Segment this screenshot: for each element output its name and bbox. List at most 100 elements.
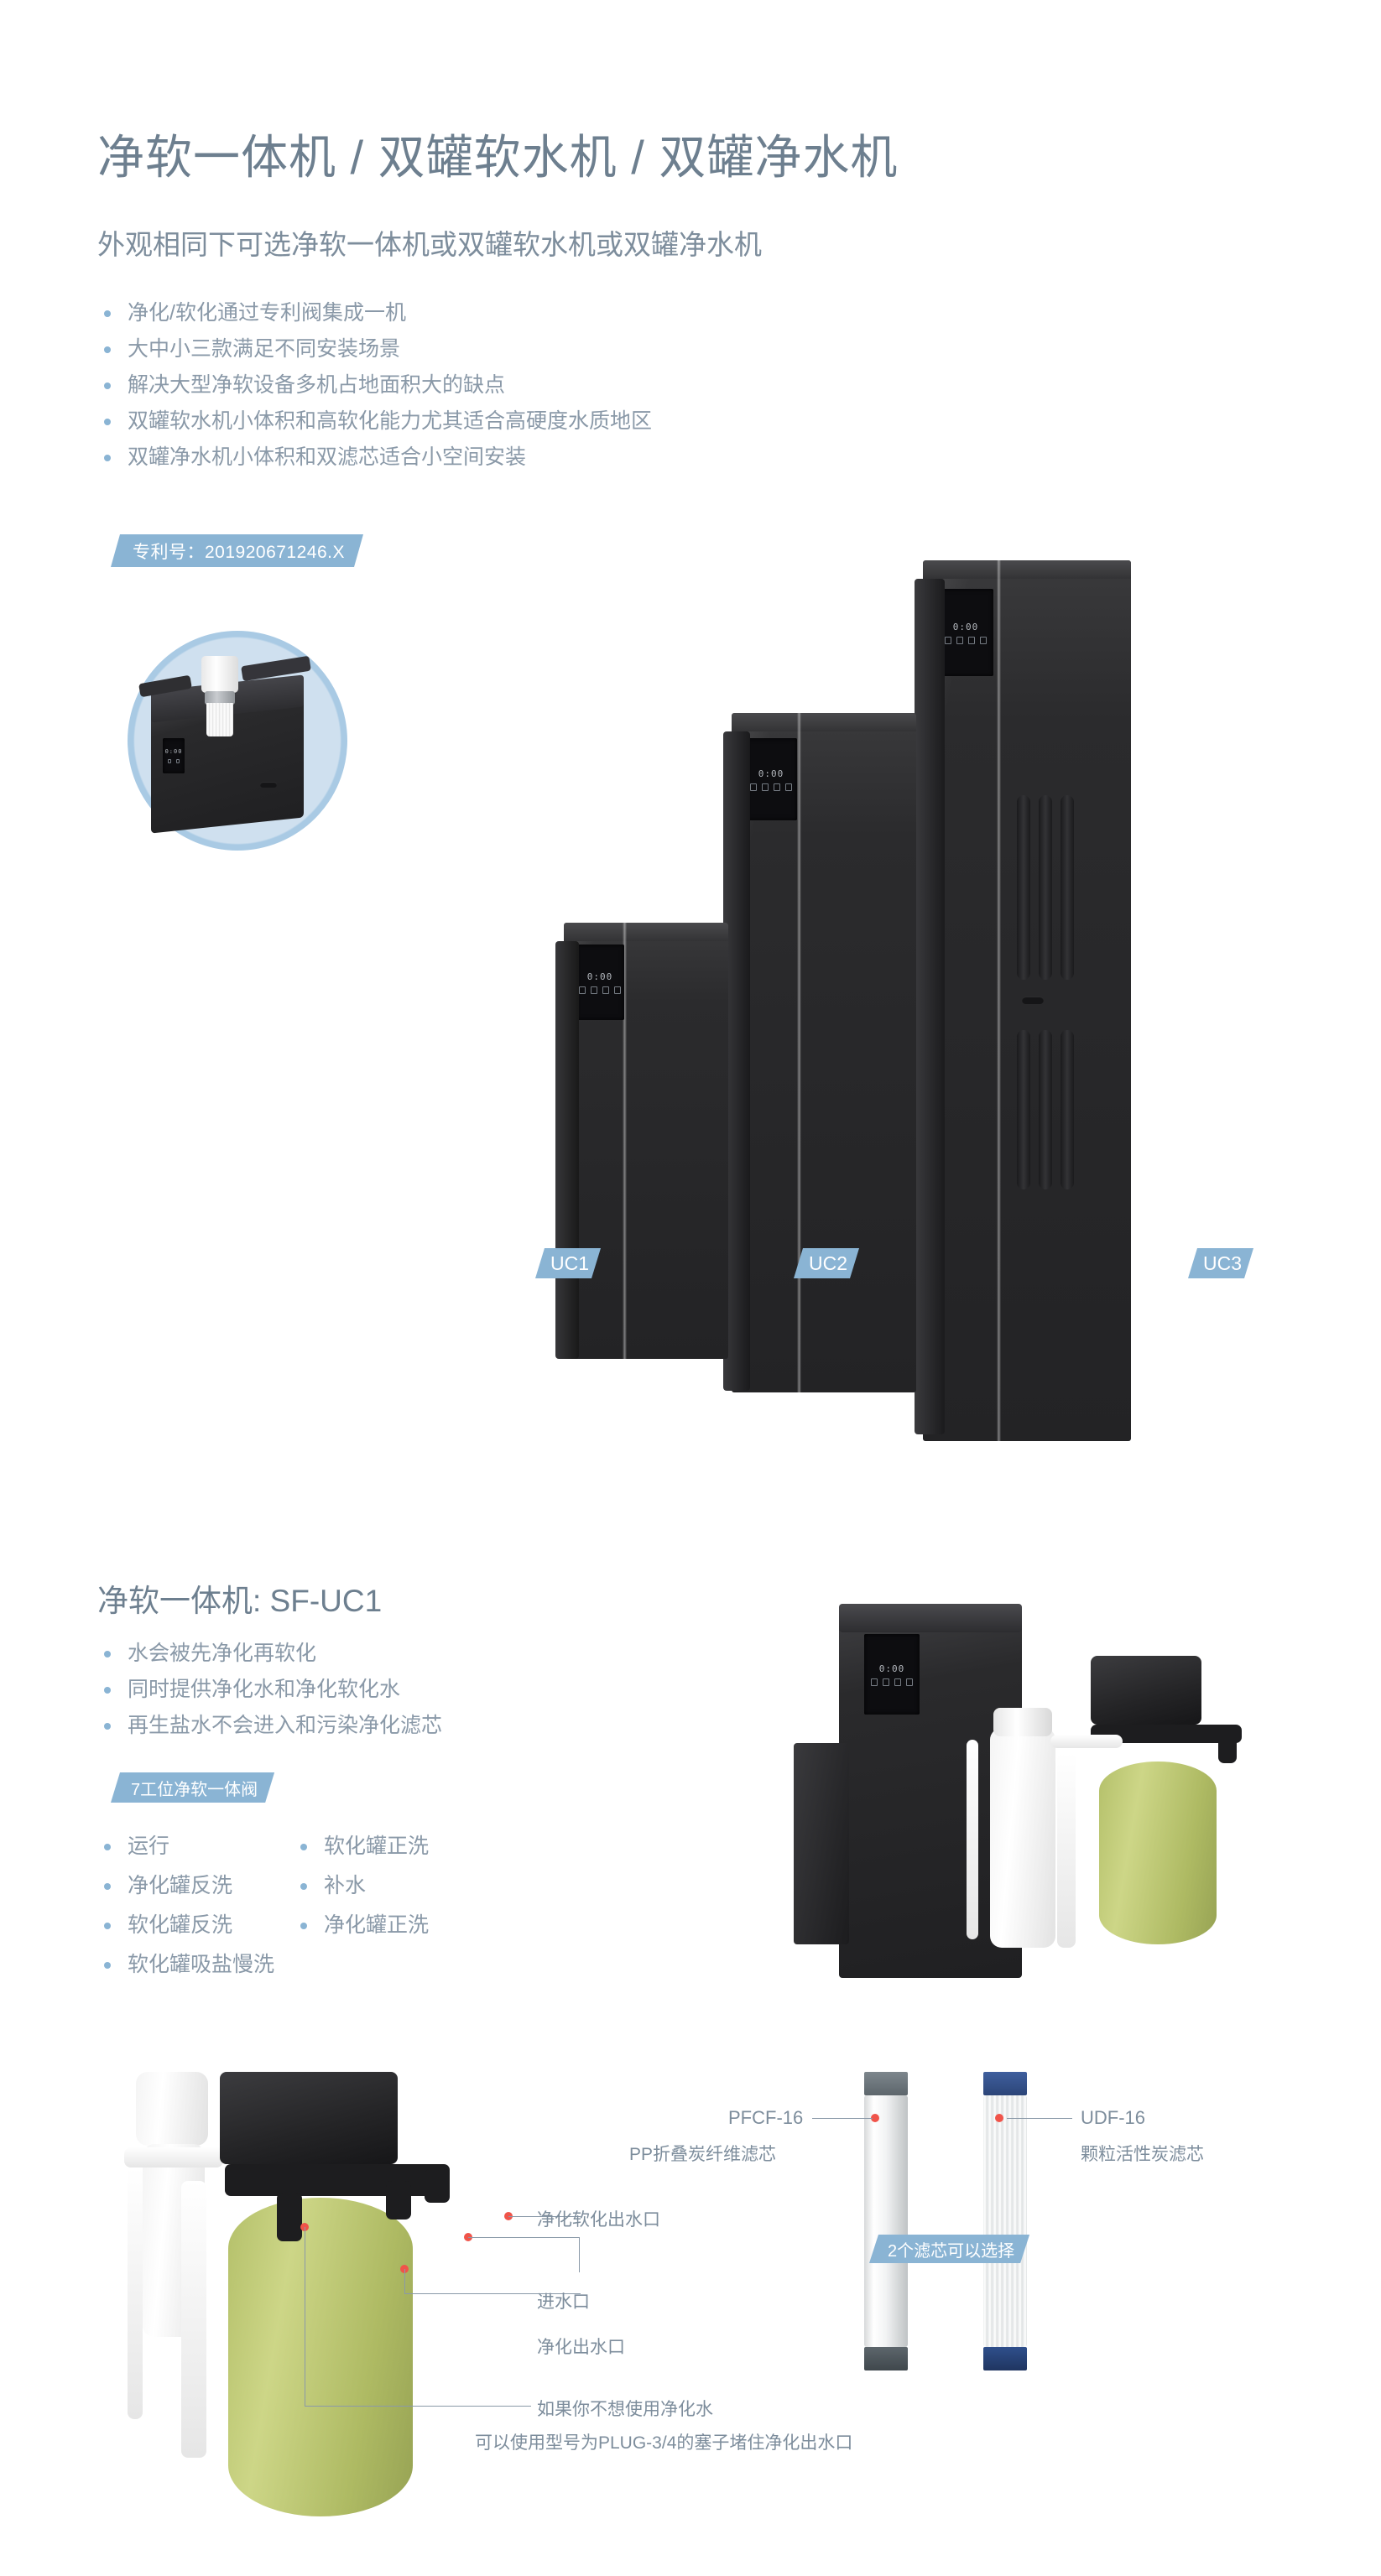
cartridge-right-top-cap xyxy=(983,2072,1027,2095)
diagram-valve-manifold xyxy=(225,2164,450,2196)
list-item: 水会被先净化再软化 xyxy=(99,1636,442,1672)
list-item: 运行 xyxy=(99,1827,274,1866)
list-item: 净化/软化通过专利阀集成一机 xyxy=(99,295,652,331)
lcd-icon-settings xyxy=(906,1678,913,1686)
machine-uc3: 0:00 xyxy=(923,560,1131,1441)
page-title: 净软一体机 / 双罐软水机 / 双罐净水机 xyxy=(97,131,899,184)
machine-uc2: 0:00 xyxy=(732,713,916,1392)
diagram-port-pipe-a xyxy=(277,2193,302,2241)
vent-rib xyxy=(1061,795,1074,980)
lcd-icon-row xyxy=(750,783,792,791)
cartridge-right-leader xyxy=(1007,2118,1072,2119)
lcd-icon-row xyxy=(871,1678,913,1686)
list-item: 软化罐正洗 xyxy=(295,1827,429,1866)
machine-edge-highlight xyxy=(623,923,627,1359)
vent-rib xyxy=(1039,1030,1052,1189)
machine-uc1-side xyxy=(555,941,579,1359)
lcd-icon-menu xyxy=(894,1678,901,1686)
machine-edge-highlight xyxy=(997,560,1001,1441)
lcd-icon-menu xyxy=(774,783,780,791)
valve-outlet-pipe xyxy=(1218,1725,1237,1763)
hero-feature-list: 净化/软化通过专利阀集成一机 大中小三款满足不同安装场景 解决大型净软设备多机占… xyxy=(99,295,652,476)
control-valve-head xyxy=(1091,1656,1201,1725)
lcd-panel-sfuc1: 0:00 xyxy=(864,1634,920,1715)
note-line-1: 如果你不想使用净化水 xyxy=(537,2400,713,2419)
lcd-icon-filter xyxy=(762,783,769,791)
lcd-time: 0:00 xyxy=(952,621,979,632)
inset-cartridge-collar xyxy=(205,691,235,705)
lcd-icon xyxy=(176,759,180,763)
vent-rib xyxy=(1017,1030,1030,1189)
cartridge-right-bottom-cap xyxy=(983,2347,1027,2370)
cartridge-left-model: PFCF-16 xyxy=(728,2107,804,2128)
lcd-icon-power xyxy=(871,1678,878,1686)
machine-top-panel xyxy=(923,560,1131,579)
filter-housing xyxy=(990,1728,1055,1948)
inset-cartridge-body xyxy=(206,703,233,736)
lcd-icon-filter xyxy=(956,636,963,644)
valve-manifold xyxy=(1091,1725,1242,1743)
inset-lcd-panel: 0:00 xyxy=(163,738,185,773)
page-subtitle: 外观相同下可选净软一体机或双罐软水机或双罐净水机 xyxy=(97,229,762,260)
lcd-icon-power xyxy=(945,636,951,644)
lcd-icon-settings xyxy=(785,783,792,791)
list-item: 同时提供净化水和净化软化水 xyxy=(99,1672,442,1708)
machine-edge-highlight xyxy=(797,713,801,1392)
list-item: 解决大型净软设备多机占地面积大的缺点 xyxy=(99,367,652,403)
model-badge-uc1: UC1 xyxy=(535,1248,601,1278)
list-item: 软化罐吸盐慢洗 xyxy=(99,1945,274,1985)
lcd-panel-uc3: 0:00 xyxy=(938,589,993,676)
cartridge-left-top-cap xyxy=(864,2072,908,2095)
filter-housing-cap xyxy=(993,1708,1052,1736)
vent-rib xyxy=(1061,1030,1074,1189)
cartridge-left-body xyxy=(864,2095,908,2347)
lcd-icon-power xyxy=(750,783,757,791)
lcd-icon-row xyxy=(168,759,180,763)
diagram-riser-tube xyxy=(128,2167,143,2419)
lcd-panel-uc2: 0:00 xyxy=(745,738,797,820)
lcd-icon-settings xyxy=(614,986,621,994)
leader-line-inlet-v xyxy=(579,2237,580,2272)
vent-rib xyxy=(1017,795,1030,980)
lcd-time: 0:00 xyxy=(758,768,784,779)
list-item: 大中小三款满足不同安装场景 xyxy=(99,331,652,367)
machine-top-panel xyxy=(732,713,916,731)
inset-cartridge-cap xyxy=(201,656,238,693)
machine-top-panel xyxy=(564,923,728,941)
cartridge-right-model: UDF-16 xyxy=(1081,2107,1146,2128)
closeup-circle-inset: 0:00 xyxy=(128,631,347,851)
list-item: 净化罐反洗 xyxy=(99,1866,274,1906)
model-badge-uc2: UC2 xyxy=(794,1248,859,1278)
list-item: 软化罐反洗 xyxy=(99,1906,274,1945)
section2-feature-list: 水会被先净化再软化 同时提供净化水和净化软化水 再生盐水不会进入和污染净化滤芯 xyxy=(99,1636,442,1744)
brine-tube xyxy=(1057,1753,1076,1948)
list-item: 净化罐正洗 xyxy=(295,1906,429,1945)
lcd-time: 0:00 xyxy=(878,1663,905,1674)
lcd-icon xyxy=(168,759,171,763)
machine-uc3-side xyxy=(915,579,945,1434)
lcd-icon-settings xyxy=(980,636,987,644)
cartridge-left-leader xyxy=(812,2118,873,2119)
diagram-cross-tube xyxy=(124,2147,223,2167)
machine-vent-ribs-lower xyxy=(1017,1030,1074,1189)
lcd-icon-menu xyxy=(968,636,975,644)
lcd-icon-row xyxy=(945,636,987,644)
model-badge-uc3: UC3 xyxy=(1188,1248,1253,1278)
note-line-2: 可以使用型号为PLUG-3/4的塞子堵住净化出水口 xyxy=(475,2433,853,2453)
riser-tube xyxy=(967,1740,978,1939)
cartridge-right-marker xyxy=(995,2114,1003,2122)
machine-uc1: 0:00 xyxy=(564,923,728,1359)
valve-stage-list-left: 运行 净化罐反洗 软化罐反洗 软化罐吸盐慢洗 xyxy=(99,1827,274,1985)
valve-stage-list-right: 软化罐正洗 补水 净化罐正洗 xyxy=(295,1827,429,1945)
leader-line-purified-v xyxy=(404,2269,405,2294)
callout-soft-water-outlet: 净化软化出水口 xyxy=(537,2210,660,2230)
lcd-icon-row xyxy=(579,986,621,994)
diagram-port-pipe-c xyxy=(425,2169,450,2203)
leader-line-soft-out xyxy=(508,2216,581,2217)
lcd-time: 0:00 xyxy=(164,748,183,755)
callout-purified-outlet: 净化出水口 xyxy=(537,2338,625,2357)
connector-tube xyxy=(1050,1735,1123,1748)
lcd-icon-filter xyxy=(883,1678,889,1686)
lcd-time: 0:00 xyxy=(586,971,613,982)
